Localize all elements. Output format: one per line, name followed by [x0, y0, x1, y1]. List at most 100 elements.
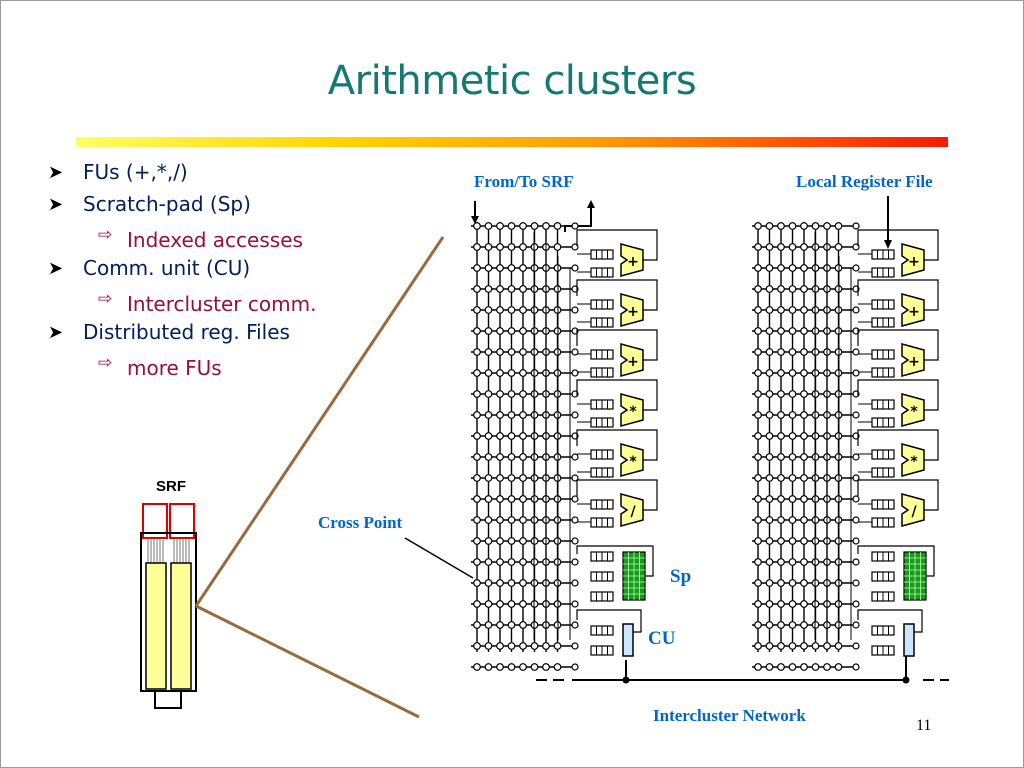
register-file — [590, 417, 614, 428]
cross-point — [519, 579, 527, 587]
cross-point — [473, 243, 481, 251]
cross-point — [496, 243, 504, 251]
svg-text:*: * — [910, 454, 918, 470]
svg-text:*: * — [910, 404, 918, 420]
register-file — [590, 249, 614, 260]
cross-point — [777, 327, 785, 335]
cross-point — [777, 621, 785, 629]
svg-text:*: * — [629, 454, 637, 470]
register-file — [871, 267, 895, 278]
svg-text:/: / — [911, 504, 917, 520]
cluster-left: +++**/ — [471, 222, 658, 671]
cross-point — [542, 642, 550, 650]
functional-unit: * — [901, 443, 925, 477]
cross-point — [777, 285, 785, 293]
bullet-item: ➤ FUs (+,*,/) — [48, 160, 378, 192]
cross-point — [754, 432, 762, 440]
cross-point — [496, 390, 504, 398]
cross-point — [788, 243, 797, 251]
arrow-bullet-icon: ➤ — [48, 322, 64, 343]
cross-point — [754, 264, 762, 272]
cross-point — [777, 558, 785, 566]
cross-point — [519, 327, 527, 335]
cross-point — [765, 453, 774, 461]
sub-bullet-item: ⇨ more FUs — [48, 352, 378, 384]
cross-point — [496, 348, 504, 356]
arrow-bullet-icon: ➤ — [48, 258, 64, 279]
cross-point — [519, 243, 527, 251]
functional-unit: + — [620, 343, 644, 377]
register-file — [590, 349, 614, 360]
cross-point — [484, 600, 493, 608]
cross-point — [484, 306, 493, 314]
srf-block — [140, 503, 197, 709]
cross-point — [496, 579, 504, 587]
svg-text:+: + — [908, 304, 920, 320]
title-underline-bar — [76, 137, 948, 147]
cross-point — [777, 642, 785, 650]
cross-point — [496, 558, 504, 566]
cross-point — [834, 243, 843, 251]
cross-point — [496, 516, 504, 524]
register-file — [871, 349, 895, 360]
cross-point — [765, 579, 774, 587]
cross-point — [519, 411, 527, 419]
arrow-bullet-icon: ➤ — [48, 194, 64, 215]
lrf-pointer-arrow — [884, 196, 892, 249]
cross-point — [484, 537, 493, 545]
cross-point — [507, 222, 516, 230]
cross-point — [519, 495, 527, 503]
register-file — [590, 317, 614, 328]
cross-point — [800, 390, 808, 398]
cross-point — [519, 642, 527, 650]
cross-point — [754, 495, 762, 503]
bullet-text: Comm. unit (CU) — [83, 256, 251, 280]
cross-point — [765, 348, 774, 356]
cross-point — [519, 285, 527, 293]
intercluster-network-label: Intercluster Network — [653, 706, 806, 725]
cross-point — [765, 222, 774, 230]
cross-point — [777, 495, 785, 503]
srf-label: SRF — [156, 478, 186, 495]
cross-point — [800, 243, 808, 251]
cross-point — [507, 243, 516, 251]
cross-point — [800, 264, 808, 272]
cross-point — [800, 537, 808, 545]
cross-point — [800, 327, 808, 335]
cross-point — [800, 369, 808, 377]
cross-point — [754, 621, 762, 629]
cross-point — [765, 243, 774, 251]
cross-point — [507, 600, 516, 608]
cross-point — [765, 600, 774, 608]
cross-point — [519, 600, 527, 608]
register-file — [871, 645, 895, 656]
register-file — [871, 499, 895, 510]
cross-point — [553, 243, 562, 251]
register-file — [590, 299, 614, 310]
cross-point — [811, 663, 820, 671]
cross-point — [800, 348, 808, 356]
sub-bullet-text: more FUs — [127, 356, 222, 380]
cross-point — [777, 579, 785, 587]
cross-point — [473, 537, 481, 545]
cross-point — [519, 621, 527, 629]
cross-point — [519, 453, 527, 461]
cross-point — [507, 285, 516, 293]
cross-point — [484, 642, 493, 650]
cross-point — [754, 306, 762, 314]
register-file — [590, 625, 614, 636]
cross-point — [484, 285, 493, 293]
cross-point — [834, 663, 843, 671]
sub-bullet-item: ⇨ Indexed accesses — [48, 224, 378, 256]
cross-point — [507, 327, 516, 335]
cross-point — [788, 537, 797, 545]
bullet-list: ➤ FUs (+,*,/) ➤ Scratch-pad (Sp) ⇨ Index… — [48, 160, 378, 384]
cross-point — [507, 537, 516, 545]
cross-point — [519, 663, 527, 671]
cross-point — [496, 600, 504, 608]
register-file — [590, 499, 614, 510]
cross-point — [777, 474, 785, 482]
cross-point — [765, 495, 774, 503]
register-file — [871, 317, 895, 328]
cross-point — [777, 390, 785, 398]
